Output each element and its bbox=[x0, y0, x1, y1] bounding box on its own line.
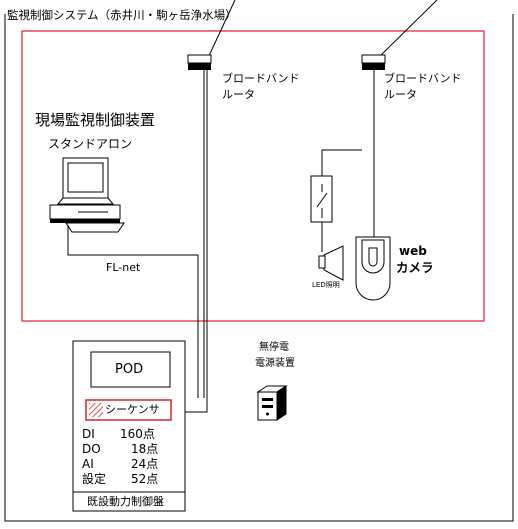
ups-label-1: 無停電 bbox=[259, 342, 289, 353]
io-row-ai-value: 24点 bbox=[131, 457, 159, 471]
led-light-icon bbox=[318, 245, 344, 281]
io-row-setting-name: 設定 bbox=[82, 472, 107, 486]
io-row-do-name: DO bbox=[82, 442, 101, 456]
ups-icon bbox=[256, 385, 288, 421]
control-panel-footer: 既設動力制御盤 bbox=[87, 495, 164, 508]
io-row-di-value: 160点 bbox=[120, 427, 155, 441]
sequencer-label: シーケンサ bbox=[105, 403, 160, 416]
switch-icon bbox=[316, 192, 328, 208]
pod-label: POD bbox=[115, 362, 144, 377]
sequencer-box bbox=[85, 399, 172, 421]
site-panel-subtitle: スタンドアロン bbox=[48, 137, 133, 151]
router-2-icon bbox=[361, 54, 386, 70]
fl-net-line bbox=[67, 225, 199, 398]
router-1-label-2: ルータ bbox=[222, 88, 255, 101]
uplink-line-1 bbox=[206, 0, 236, 61]
router-1-label: ブロードバンド bbox=[222, 72, 300, 85]
io-row-ai-name: AI bbox=[82, 457, 94, 471]
io-row-setting-value: 52点 bbox=[131, 472, 159, 486]
camera-label-web: web bbox=[399, 244, 427, 258]
router-2-label: ブロードバンド bbox=[384, 72, 462, 85]
site-boundary bbox=[21, 30, 485, 322]
sequencer-hatch-icon bbox=[89, 403, 103, 417]
io-row-di-name: DI bbox=[82, 427, 95, 441]
fl-net-label: FL-net bbox=[106, 261, 141, 274]
site-panel-title: 現場監視制御装置 bbox=[35, 111, 156, 129]
outer-frame bbox=[4, 14, 514, 522]
pod-box bbox=[90, 351, 171, 388]
router-1-icon bbox=[187, 54, 212, 70]
pc-icon bbox=[49, 157, 125, 233]
web-camera-icon bbox=[355, 236, 391, 301]
io-row-do-value: 18点 bbox=[131, 442, 159, 456]
system-title: 監視制御システム（赤井川・駒ヶ岳浄水場） bbox=[7, 8, 237, 22]
uplink-line-2 bbox=[375, 0, 438, 61]
router-2-label-2: ルータ bbox=[384, 88, 417, 101]
led-circuit-line bbox=[321, 149, 362, 176]
camera-label: カメラ bbox=[396, 260, 434, 275]
ups-label-2: 電源装置 bbox=[255, 358, 295, 369]
led-label: LED照明 bbox=[312, 281, 340, 289]
